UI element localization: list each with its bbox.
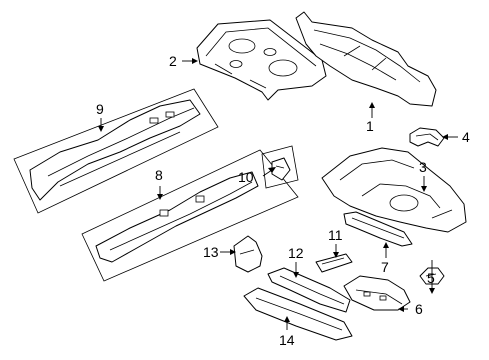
long-member-part-12 [267, 267, 351, 313]
bracket-part-10 [261, 145, 299, 189]
callout-1: 1 [366, 102, 375, 134]
callout-6: 6 [398, 301, 423, 317]
rear-package-tray [196, 19, 327, 101]
callout-2-label: 2 [169, 53, 177, 69]
callout-5-label: 5 [427, 270, 435, 286]
callout-12: 12 [288, 245, 304, 278]
side-rail-part-9 [13, 88, 219, 214]
callout-11-label: 11 [328, 227, 343, 243]
floor-member-part-6 [343, 275, 411, 311]
callout-10: 10 [238, 167, 276, 185]
callout-4: 4 [442, 129, 470, 145]
rear-floor-pan [321, 147, 467, 233]
callout-3-label: 3 [419, 159, 427, 175]
crossmember-part-7 [343, 211, 413, 247]
callout-8: 8 [155, 167, 163, 200]
long-member-part-14 [243, 287, 353, 341]
rear-body-panel [295, 11, 437, 107]
callout-2: 2 [169, 53, 198, 69]
side-rail-part-8 [81, 149, 299, 282]
callout-14-label: 14 [279, 332, 295, 348]
callout-9: 9 [96, 101, 104, 132]
callout-1-label: 1 [366, 118, 374, 134]
callout-14: 14 [279, 316, 295, 348]
callout-12-label: 12 [288, 245, 304, 261]
callout-9-label: 9 [96, 101, 104, 117]
callout-4-label: 4 [462, 129, 470, 145]
bar-part-11 [315, 253, 353, 273]
callout-3: 3 [419, 159, 427, 192]
callout-10-label: 10 [238, 169, 254, 185]
callout-11: 11 [328, 227, 343, 258]
callout-7: 7 [381, 242, 389, 275]
callout-13-label: 13 [203, 244, 219, 260]
callout-13: 13 [203, 244, 236, 260]
callout-8-label: 8 [155, 167, 163, 183]
callout-6-label: 6 [415, 301, 423, 317]
callout-7-label: 7 [381, 259, 389, 275]
reinforcement-part-13 [233, 235, 263, 273]
callout-5: 5 [427, 260, 435, 294]
bracket-part-4 [409, 127, 445, 147]
